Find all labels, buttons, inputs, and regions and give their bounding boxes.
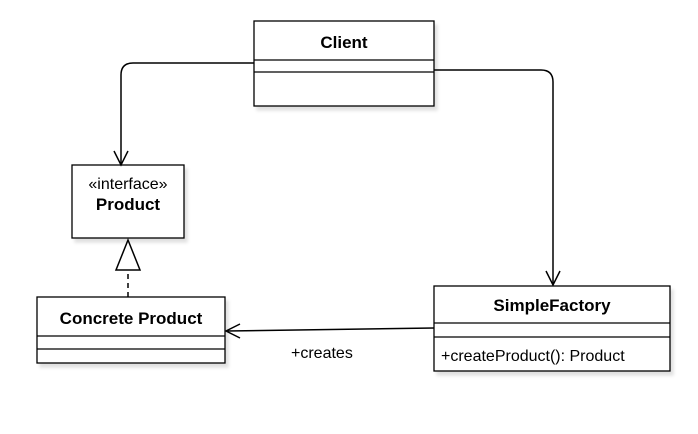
concrete-product-class[interactable]: [36, 296, 226, 364]
client-to-product-arrowhead: [113, 150, 129, 167]
client-to-factory-association: [434, 69, 554, 284]
simple-factory-name: SimpleFactory: [493, 296, 611, 315]
client-class[interactable]: [253, 20, 435, 107]
product-interface[interactable]: [71, 164, 185, 239]
product-interface-name: Product: [96, 195, 161, 214]
creates-arrowhead: [224, 323, 241, 339]
simple-factory-class[interactable]: [433, 285, 671, 372]
client-to-factory-arrowhead: [545, 270, 561, 287]
creates-association: [226, 327, 435, 332]
realization-triangle-head: [114, 237, 142, 271]
concrete-product-name: Concrete Product: [60, 309, 203, 328]
creates-label: +creates: [291, 345, 353, 362]
create-product-method: +createProduct(): Product: [441, 348, 625, 365]
client-to-product-association: [120, 62, 254, 163]
client-class-name: Client: [320, 33, 368, 52]
product-stereotype: «interface»: [88, 176, 167, 193]
